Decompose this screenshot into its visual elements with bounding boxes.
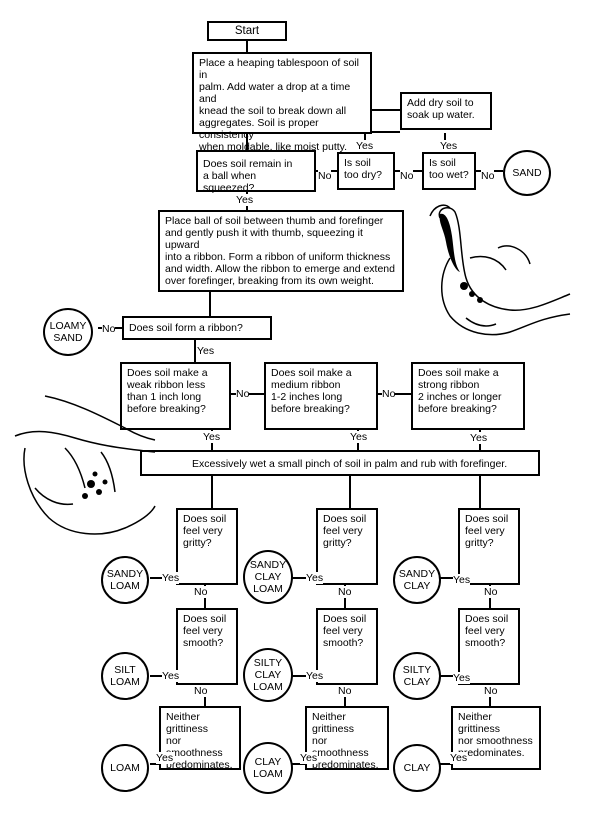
hand-rubbing-illustration (14, 395, 156, 535)
smooth-question-3: Does soil feel very smooth? (458, 608, 520, 685)
medium-ribbon-question: Does soil make a medium ribbon 1-2 inche… (264, 362, 378, 430)
yes-label: Yes (203, 431, 221, 443)
yes-label: Yes (350, 431, 368, 443)
result-clay-loam: CLAY LOAM (243, 742, 293, 794)
yes-label: Yes (306, 572, 324, 584)
yes-label: Yes (162, 572, 180, 584)
ribbon-step: Place ball of soil between thumb and for… (158, 210, 404, 292)
result-sandy-clay-loam: SANDY CLAY LOAM (243, 550, 293, 604)
start-box: Start (207, 21, 287, 41)
no-label: No (338, 685, 352, 697)
neither-question-2: Neither grittiness nor smoothness predom… (305, 706, 389, 771)
hand-ribbon-illustration (429, 204, 571, 336)
no-label: No (194, 685, 208, 697)
yes-label: Yes (236, 194, 254, 206)
no-label: No (484, 586, 498, 598)
ball-question: Does soil remain in a ball when squeezed… (196, 150, 316, 194)
result-loam: LOAM (101, 744, 149, 792)
no-label: No (318, 170, 332, 182)
yes-label: Yes (300, 752, 318, 764)
yes-label: Yes (197, 345, 215, 357)
result-sandy-loam: SANDY LOAM (101, 556, 149, 604)
yes-label: Yes (440, 140, 458, 152)
result-sand: SAND (503, 150, 551, 196)
no-label: No (400, 170, 414, 182)
yes-label: Yes (156, 752, 174, 764)
add-dry-soil-step: Add dry soil to soak up water. (400, 92, 492, 130)
no-label: No (338, 586, 352, 598)
too-wet-question: Is soil too wet? (422, 152, 476, 190)
result-clay: CLAY (393, 744, 441, 792)
gritty-question-3: Does soil feel very gritty? (458, 508, 520, 585)
moisten-soil-step: Place a heaping tablespoon of soil in pa… (192, 52, 372, 153)
no-label: No (102, 323, 116, 335)
yes-label: Yes (162, 670, 180, 682)
smooth-question-2: Does soil feel very smooth? (316, 608, 378, 685)
no-label: No (382, 388, 396, 400)
result-silty-clay-loam: SILTY CLAY LOAM (243, 648, 293, 702)
wet-pinch-step: Excessively wet a small pinch of soil in… (140, 450, 540, 476)
yes-label: Yes (306, 670, 324, 682)
no-label: No (194, 586, 208, 598)
strong-ribbon-question: Does soil make a strong ribbon 2 inches … (411, 362, 525, 430)
too-dry-question: Is soil too dry? (337, 152, 395, 190)
result-silt-loam: SILT LOAM (101, 652, 149, 700)
no-label: No (481, 170, 495, 182)
no-label: No (484, 685, 498, 697)
form-ribbon-question: Does soil form a ribbon? (122, 316, 272, 340)
gritty-question-2: Does soil feel very gritty? (316, 508, 378, 585)
result-silty-clay: SILTY CLAY (393, 652, 441, 700)
yes-label: Yes (450, 752, 468, 764)
no-label: No (236, 388, 250, 400)
smooth-question-1: Does soil feel very smooth? (176, 608, 238, 685)
result-loamy-sand: LOAMY SAND (43, 308, 93, 356)
yes-label: Yes (356, 140, 374, 152)
gritty-question-1: Does soil feel very gritty? (176, 508, 238, 585)
result-sandy-clay: SANDY CLAY (393, 556, 441, 604)
yes-label: Yes (453, 672, 471, 684)
yes-label: Yes (470, 432, 488, 444)
yes-label: Yes (453, 574, 471, 586)
weak-ribbon-question: Does soil make a weak ribbon less than 1… (120, 362, 231, 430)
